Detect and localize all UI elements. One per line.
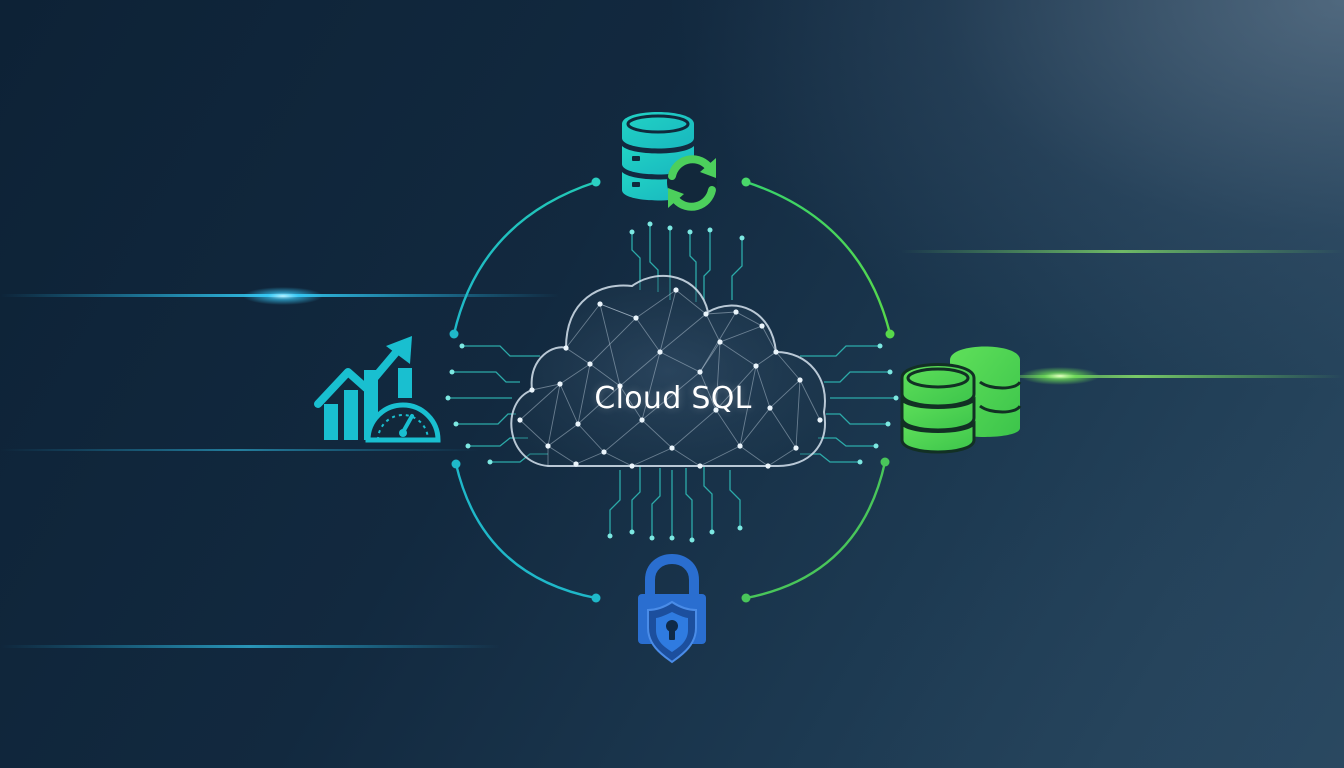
orbit-arc-bottom-left — [454, 463, 597, 600]
orbit-node — [885, 329, 895, 339]
streak-right-1 — [900, 250, 1344, 253]
orbit-node — [880, 457, 890, 467]
orbit-arc-top-left — [452, 180, 597, 335]
orbit-arc-bottom-right — [745, 461, 887, 600]
orbit-node — [591, 593, 601, 603]
orbit-arc-top-right — [745, 180, 892, 335]
orbit-node — [741, 177, 751, 187]
orbit-node — [449, 329, 459, 339]
streak-right-2-glow — [1020, 367, 1100, 385]
streak-left-1-glow — [243, 287, 323, 305]
orbit-node — [741, 593, 751, 603]
orbit-node — [451, 459, 461, 469]
mesh-nodes — [517, 287, 823, 469]
streak-right-2 — [930, 375, 1344, 378]
streak-left-2 — [0, 449, 480, 451]
cloud-sql-label: Cloud SQL — [594, 381, 752, 416]
streak-left-3 — [0, 645, 500, 648]
orbit-node — [591, 177, 601, 187]
